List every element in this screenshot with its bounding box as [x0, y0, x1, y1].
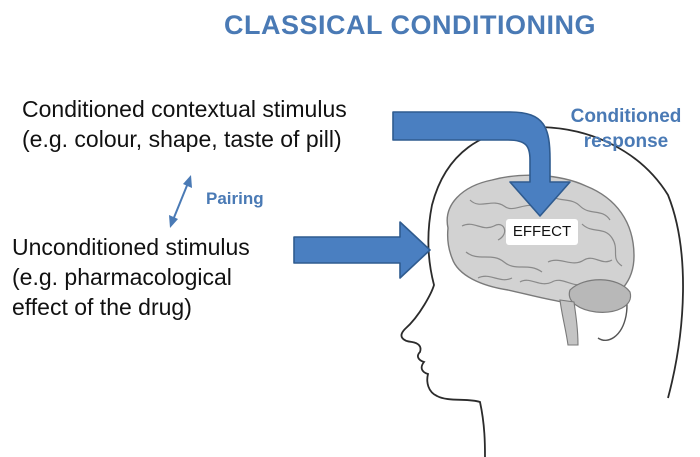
conditioned-stimulus-line1: Conditioned contextual stimulus — [22, 94, 347, 124]
conditioned-stimulus-line2: (e.g. colour, shape, taste of pill) — [22, 124, 347, 154]
diagram-title: CLASSICAL CONDITIONING — [0, 10, 700, 41]
effect-label: EFFECT — [506, 219, 578, 245]
conditioned-response-line1: Conditioned — [556, 104, 696, 129]
unconditioned-stimulus-label: Unconditioned stimulus (e.g. pharmacolog… — [12, 232, 250, 322]
conditioned-response-label: Conditioned response — [556, 104, 696, 154]
unconditioned-stimulus-line1: Unconditioned stimulus — [12, 232, 250, 262]
brainstem-shape — [560, 300, 578, 345]
unconditioned-stimulus-line2: (e.g. pharmacological — [12, 262, 250, 292]
unconditioned-stimulus-arrow — [294, 222, 430, 278]
cerebellum-shape — [569, 280, 630, 313]
conditioned-stimulus-label: Conditioned contextual stimulus (e.g. co… — [22, 94, 347, 154]
pairing-double-arrow — [169, 175, 192, 228]
conditioned-response-line2: response — [556, 129, 696, 154]
unconditioned-stimulus-line3: effect of the drug) — [12, 292, 250, 322]
pairing-label: Pairing — [206, 189, 264, 209]
